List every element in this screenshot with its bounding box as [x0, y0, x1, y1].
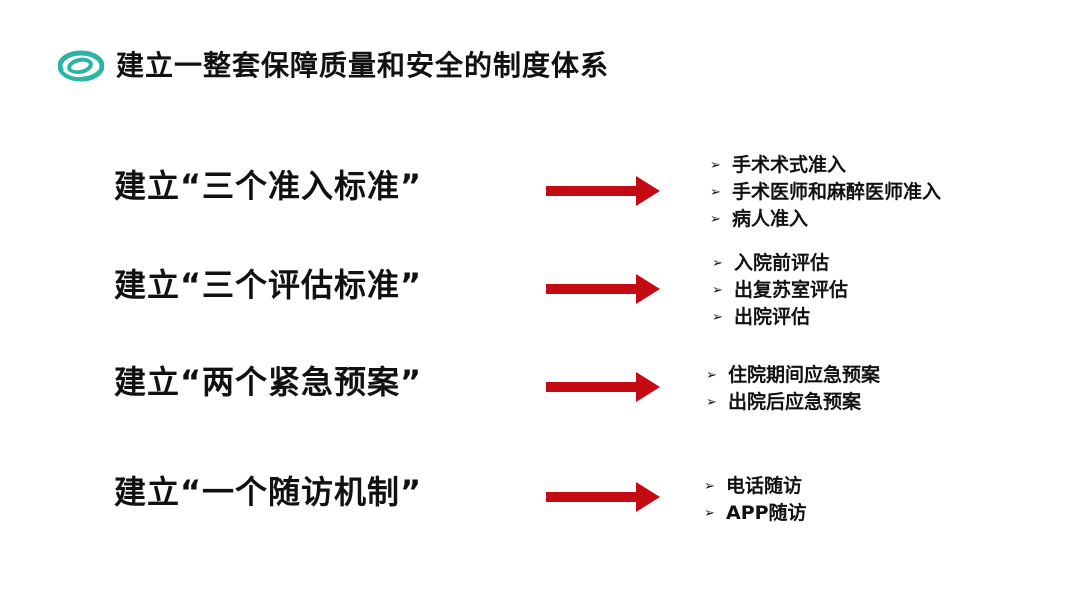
list-item: ➢ 手术术式准入	[710, 152, 941, 179]
list-item-text: 入院前评估	[734, 252, 830, 274]
item-list: ➢ 手术术式准入 ➢ 手术医师和麻醉医师准入 ➢ 病人准入	[710, 152, 941, 233]
bullet-arrow-icon: ➢	[710, 185, 721, 200]
bullet-arrow-icon: ➢	[710, 212, 721, 227]
arrow-right-icon	[546, 274, 660, 304]
list-item: ➢ 病人准入	[710, 206, 941, 233]
row-label: 建立“三个评估标准”	[114, 266, 423, 304]
list-item: ➢ 住院期间应急预案	[706, 362, 880, 389]
arrow-right-icon	[546, 372, 660, 402]
bullet-arrow-icon: ➢	[706, 395, 717, 410]
list-item: ➢ 入院前评估	[712, 250, 848, 277]
list-item-text: 手术术式准入	[732, 154, 847, 176]
arrow-right-icon	[546, 176, 660, 206]
list-item: ➢ 出复苏室评估	[712, 277, 848, 304]
slide-title: 建立一整套保障质量和安全的制度体系	[116, 49, 610, 82]
bullet-arrow-icon: ➢	[706, 368, 717, 383]
item-list: ➢ 电话随访 ➢ APP随访	[704, 473, 807, 527]
bullet-arrow-icon: ➢	[704, 479, 715, 494]
bullet-arrow-icon: ➢	[704, 506, 715, 521]
list-item-text: 病人准入	[732, 208, 809, 230]
bullet-arrow-icon: ➢	[712, 283, 723, 298]
row-label: 建立“三个准入标准”	[114, 167, 423, 205]
list-item: ➢ APP随访	[704, 500, 807, 527]
list-item-text: 出院后应急预案	[728, 391, 862, 413]
list-item-text: APP随访	[726, 502, 807, 524]
list-item: ➢ 手术医师和麻醉医师准入	[710, 179, 941, 206]
item-list: ➢ 入院前评估 ➢ 出复苏室评估 ➢ 出院评估	[712, 250, 848, 331]
list-item: ➢ 出院后应急预案	[706, 389, 880, 416]
list-item-text: 住院期间应急预案	[728, 364, 881, 386]
row-label: 建立“两个紧急预案”	[114, 363, 423, 401]
item-list: ➢ 住院期间应急预案 ➢ 出院后应急预案	[706, 362, 880, 416]
list-item-text: 电话随访	[726, 475, 803, 497]
bullet-arrow-icon: ➢	[710, 158, 721, 173]
list-item: ➢ 电话随访	[704, 473, 807, 500]
logo-icon	[58, 50, 104, 82]
arrow-right-icon	[546, 482, 660, 512]
row-label: 建立“一个随访机制”	[114, 473, 423, 511]
list-item: ➢ 出院评估	[712, 304, 848, 331]
bullet-arrow-icon: ➢	[712, 256, 723, 271]
list-item-text: 出复苏室评估	[734, 279, 849, 301]
list-item-text: 出院评估	[734, 306, 811, 328]
bullet-arrow-icon: ➢	[712, 310, 723, 325]
list-item-text: 手术医师和麻醉医师准入	[732, 181, 942, 203]
